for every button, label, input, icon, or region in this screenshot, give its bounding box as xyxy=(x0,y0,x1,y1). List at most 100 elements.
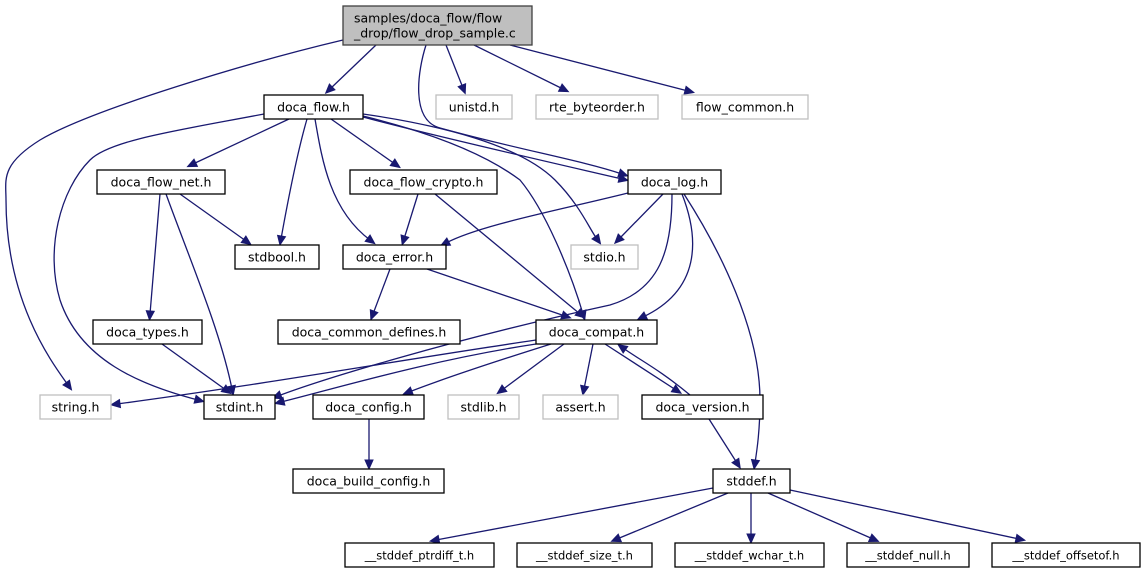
node-label: doca_version.h xyxy=(655,400,749,415)
arrowhead-icon xyxy=(496,384,508,395)
node-label: stdbool.h xyxy=(248,250,306,265)
edge-doca-version-to-doca-compat xyxy=(617,343,691,396)
edge-doca-flow-net-to-stdbool xyxy=(179,193,252,246)
edge-stddef-to-stddef-offsetof xyxy=(789,489,1027,543)
arrowhead-icon xyxy=(62,379,73,391)
node-label: doca_common_defines.h xyxy=(292,325,447,340)
arrowhead-icon xyxy=(400,234,410,246)
node-stddef-null[interactable]: __stddef_null.h xyxy=(846,542,970,568)
node-doca-config[interactable]: doca_config.h xyxy=(312,394,425,420)
arrowhead-icon xyxy=(186,158,199,168)
node-assert: assert.h xyxy=(542,394,619,420)
node-label: stddef.h xyxy=(726,474,776,489)
node-flow-common: flow_common.h xyxy=(681,94,809,120)
edge-line xyxy=(161,343,227,391)
edge-root-to-unistd xyxy=(445,44,467,95)
node-doca-flow-net[interactable]: doca_flow_net.h xyxy=(96,169,226,195)
node-box xyxy=(344,542,495,568)
arrowhead-icon xyxy=(750,458,761,471)
arrowhead-icon xyxy=(731,457,741,470)
node-label: doca_error.h xyxy=(356,250,433,265)
edge-line xyxy=(708,418,738,464)
edge-doca-flow-to-doca-flow-crypto xyxy=(330,118,401,169)
node-label: stdlib.h xyxy=(460,400,506,415)
node-doca-error[interactable]: doca_error.h xyxy=(342,244,447,270)
node-doca-flow-crypto[interactable]: doca_flow_crypto.h xyxy=(349,169,498,195)
node-label: stdint.h xyxy=(216,400,264,415)
edge-line xyxy=(192,118,290,165)
edge-line xyxy=(767,492,874,540)
node-label: doca_flow_crypto.h xyxy=(364,175,484,190)
node-box xyxy=(535,94,659,120)
node-doca-flow[interactable]: doca_flow.h xyxy=(263,94,364,120)
node-box xyxy=(674,542,825,568)
node-box xyxy=(846,542,970,568)
node-stddef[interactable]: stddef.h xyxy=(712,468,791,494)
node-doca-types[interactable]: doca_types.h xyxy=(92,319,203,345)
nodes-layer: samples/doca_flow/flow_drop/flow_drop_sa… xyxy=(39,5,1141,568)
node-string: string.h xyxy=(39,394,112,420)
node-stddef-ptrdiff-t[interactable]: __stddef_ptrdiff_t.h xyxy=(344,542,495,568)
edge-line xyxy=(179,193,247,242)
node-doca-log[interactable]: doca_log.h xyxy=(627,169,722,195)
node-box xyxy=(435,94,513,120)
node-box xyxy=(342,5,533,46)
arrowhead-icon xyxy=(324,83,336,94)
edge-line xyxy=(445,192,629,244)
edge-line xyxy=(280,118,308,240)
node-label: __stddef_ptrdiff_t.h xyxy=(364,549,474,563)
node-label: doca_flow.h xyxy=(277,100,350,115)
node-label: doca_config.h xyxy=(325,400,412,415)
node-box xyxy=(312,394,425,420)
edge-line xyxy=(53,113,265,401)
node-box xyxy=(681,94,809,120)
edge-doca-flow-to-stdint xyxy=(53,113,265,404)
edge-doca-flow-net-to-stdint xyxy=(165,193,236,397)
node-label: __stddef_offsetof.h xyxy=(1011,549,1119,563)
arrowhead-icon xyxy=(1014,533,1027,543)
edge-line xyxy=(426,268,566,317)
node-box xyxy=(627,169,722,195)
edge-line xyxy=(435,487,714,541)
edge-line xyxy=(165,193,233,390)
node-box xyxy=(516,542,653,568)
edge-line xyxy=(362,113,598,240)
arrowhead-icon xyxy=(273,396,286,406)
node-label: doca_build_config.h xyxy=(307,474,431,489)
edge-doca-flow-net-to-doca-types xyxy=(145,193,161,322)
edge-doca-flow-crypto-to-doca-error xyxy=(400,193,419,246)
node-doca-common-defines[interactable]: doca_common_defines.h xyxy=(277,319,461,345)
edge-line xyxy=(473,44,564,90)
node-doca-version[interactable]: doca_version.h xyxy=(641,394,764,420)
node-label: unistd.h xyxy=(449,100,500,115)
edge-stddef-to-stddef-ptrdiff-t xyxy=(428,487,714,545)
node-stdbool[interactable]: stdbool.h xyxy=(234,244,320,270)
node-box xyxy=(263,94,364,120)
arrowhead-icon xyxy=(109,398,122,409)
node-stddef-size-t[interactable]: __stddef_size_t.h xyxy=(516,542,653,568)
arrowhead-icon xyxy=(193,394,205,404)
arrowhead-icon xyxy=(613,233,625,245)
edge-line xyxy=(583,343,594,390)
edge-doca-flow-to-doca-log xyxy=(362,116,630,183)
edge-line xyxy=(116,339,537,405)
node-stddef-offsetof[interactable]: __stddef_offsetof.h xyxy=(991,542,1141,568)
edge-doca-version-to-stddef xyxy=(708,418,741,470)
edge-doca-types-to-stdint xyxy=(161,343,232,395)
node-box xyxy=(92,319,203,345)
node-stdint[interactable]: stdint.h xyxy=(203,394,276,420)
node-stddef-wchar-t[interactable]: __stddef_wchar_t.h xyxy=(674,542,825,568)
node-root[interactable]: samples/doca_flow/flow_drop/flow_drop_sa… xyxy=(342,5,533,46)
edge-stddef-to-stddef-size-t xyxy=(610,492,729,543)
node-label: doca_log.h xyxy=(641,175,708,190)
node-doca-build-config[interactable]: doca_build_config.h xyxy=(292,468,445,494)
node-rte-byteorder: rte_byteorder.h xyxy=(535,94,659,120)
arrowhead-icon xyxy=(610,533,623,543)
node-doca-compat[interactable]: doca_compat.h xyxy=(535,319,658,345)
edge-doca-compat-to-assert xyxy=(580,343,594,397)
edge-stddef-to-stddef-null xyxy=(767,492,880,542)
node-box xyxy=(342,244,447,270)
edge-root-to-rte-byteorder xyxy=(473,44,570,93)
arrowhead-icon xyxy=(867,533,880,542)
